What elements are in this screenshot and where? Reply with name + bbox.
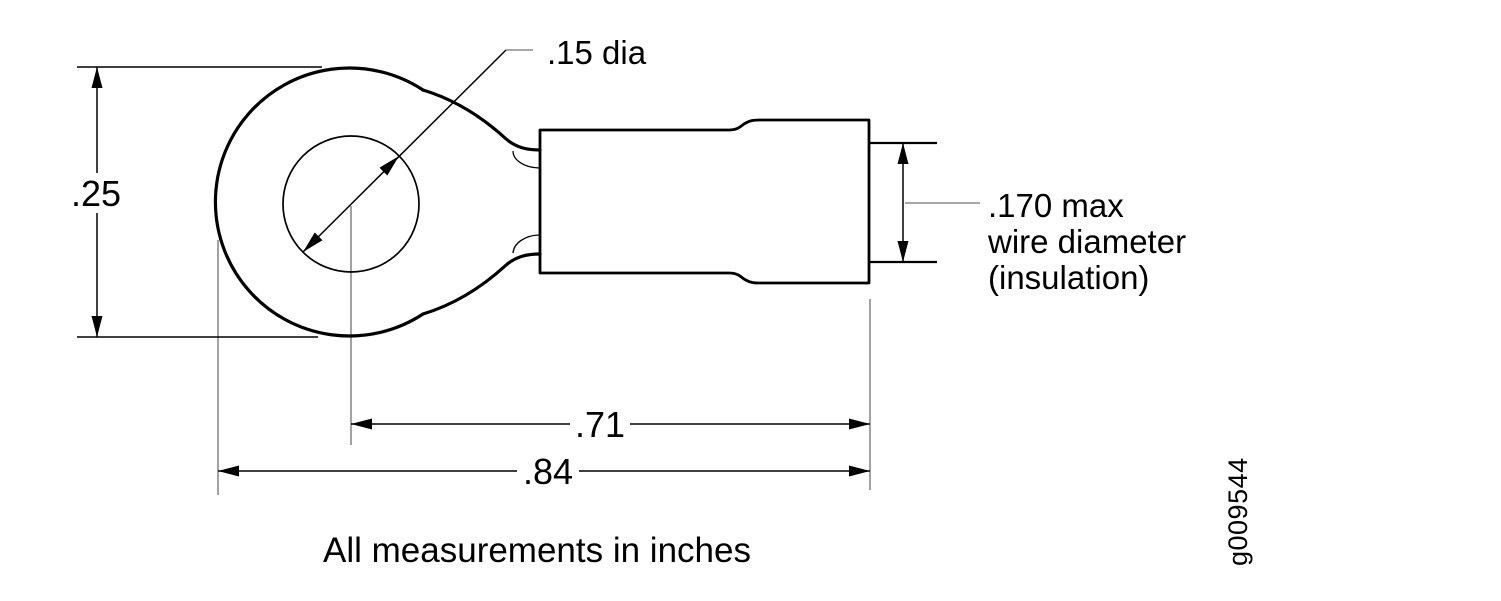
label-wire-diameter-line3: (insulation): [988, 259, 1149, 296]
label-wire-diameter-line2: wire diameter: [987, 223, 1186, 260]
tongue-bottom-curve: [421, 252, 542, 316]
arrowhead-ring-od-down: [91, 316, 103, 337]
barrel-entry-arc-top: [512, 150, 540, 169]
arrowhead-wire-up: [897, 143, 909, 164]
diagram-caption: All measurements in inches: [323, 531, 751, 570]
arrowhead-wire-down: [897, 241, 909, 262]
arrowhead-ring-od-up: [91, 67, 103, 88]
label-mask-84: [517, 450, 579, 492]
label-hole-diameter: .15 dia: [547, 34, 647, 71]
figure-id: g009544: [1223, 457, 1253, 566]
label-mask-25: [68, 173, 124, 213]
arrowhead-71-right: [849, 418, 870, 430]
label-wire-diameter-line1: .170 max: [988, 187, 1124, 224]
ring-outer-outline: [213, 66, 425, 338]
arrowhead-hole-lower: [303, 232, 323, 252]
stud-hole: [282, 135, 420, 273]
arrowhead-hole-upper: [379, 156, 399, 176]
insulation-barrel-outline: [538, 118, 871, 285]
label-ring-outer-diameter: .25: [71, 173, 121, 214]
label-hole-center-to-barrel-end: .71: [575, 404, 625, 445]
tongue-top-curve: [421, 88, 542, 152]
dimension-line-hole-diagonal: [302, 49, 507, 253]
label-overall-length: .84: [523, 451, 573, 492]
arrowhead-84-right: [849, 465, 870, 477]
label-mask-71: [570, 403, 630, 445]
barrel-entry-arc-bottom: [512, 234, 540, 254]
arrowhead-71-left: [351, 418, 372, 430]
arrowhead-84-left: [218, 465, 239, 477]
